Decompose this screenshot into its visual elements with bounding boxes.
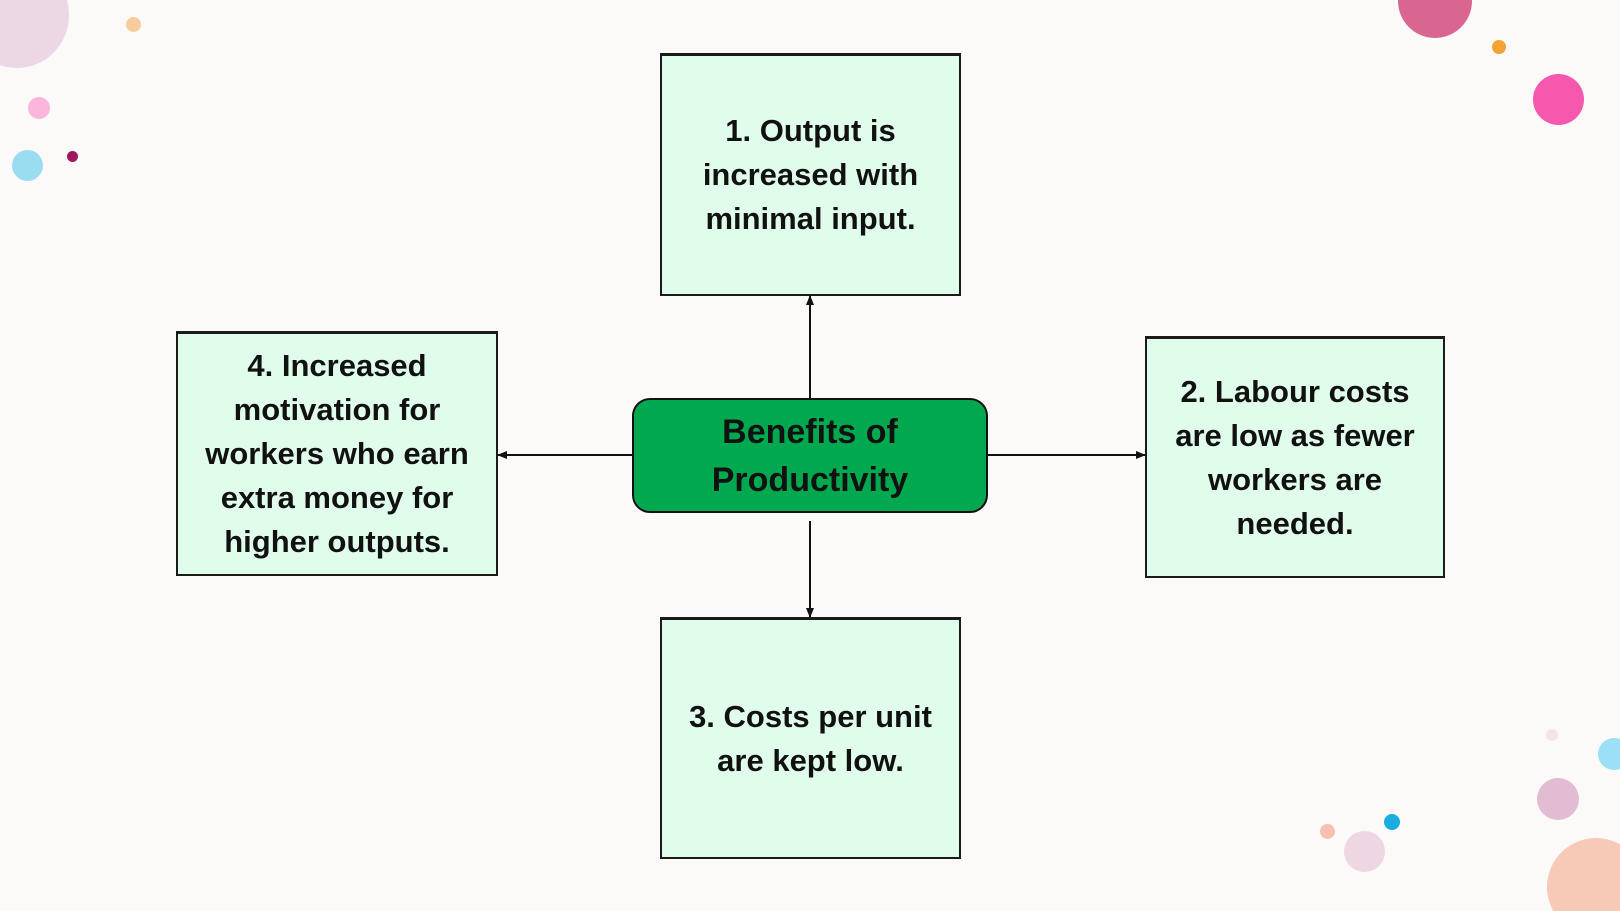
decorative-dot <box>126 17 141 32</box>
decorative-dot <box>1546 729 1558 741</box>
node-top: 1. Output is increased with minimal inpu… <box>660 53 961 296</box>
decorative-dot <box>67 151 78 162</box>
decorative-dot <box>1384 814 1400 830</box>
node-bottom: 3. Costs per unit are kept low. <box>660 617 961 859</box>
decorative-dot <box>1320 824 1335 839</box>
center-node: Benefits of Productivity <box>632 398 988 513</box>
node-left-label: 4. Increased motivation for workers who … <box>205 348 469 559</box>
center-node-label: Benefits of Productivity <box>711 412 909 499</box>
decorative-dot <box>28 97 50 119</box>
node-right: 2. Labour costs are low as fewer workers… <box>1145 336 1445 578</box>
decorative-dot <box>1492 40 1506 54</box>
decorative-dot <box>1344 831 1385 872</box>
node-bottom-label: 3. Costs per unit are kept low. <box>689 698 932 778</box>
decorative-dot <box>1537 778 1579 820</box>
decorative-dot <box>1533 74 1584 125</box>
decorative-dot <box>1598 738 1620 770</box>
node-top-label: 1. Output is increased with minimal inpu… <box>702 113 919 236</box>
decorative-dot <box>12 150 43 181</box>
node-left: 4. Increased motivation for workers who … <box>176 331 498 576</box>
node-right-label: 2. Labour costs are low as fewer workers… <box>1175 373 1415 541</box>
